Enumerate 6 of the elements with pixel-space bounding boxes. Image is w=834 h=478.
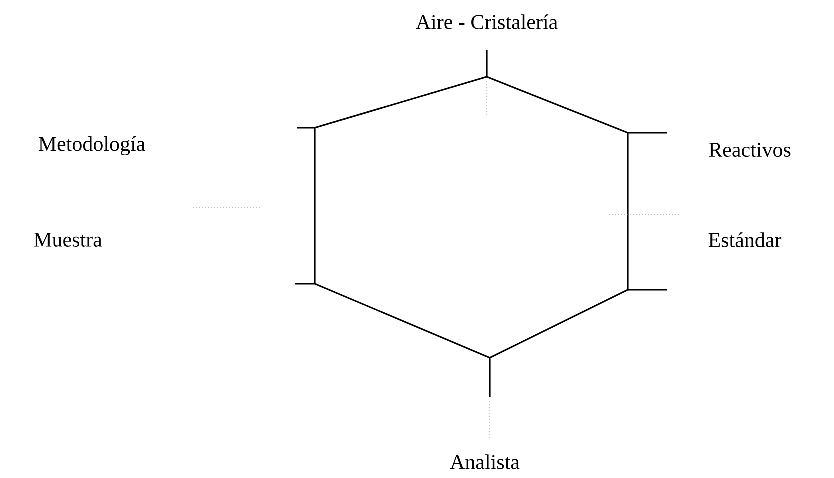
label: Metodología bbox=[38, 136, 146, 156]
label: Analista bbox=[450, 454, 520, 470]
label: Estándar bbox=[708, 232, 782, 248]
label: Muestra bbox=[34, 233, 102, 247]
label: Aire - Cristalería bbox=[416, 14, 558, 30]
label: Reactivos bbox=[709, 142, 791, 158]
